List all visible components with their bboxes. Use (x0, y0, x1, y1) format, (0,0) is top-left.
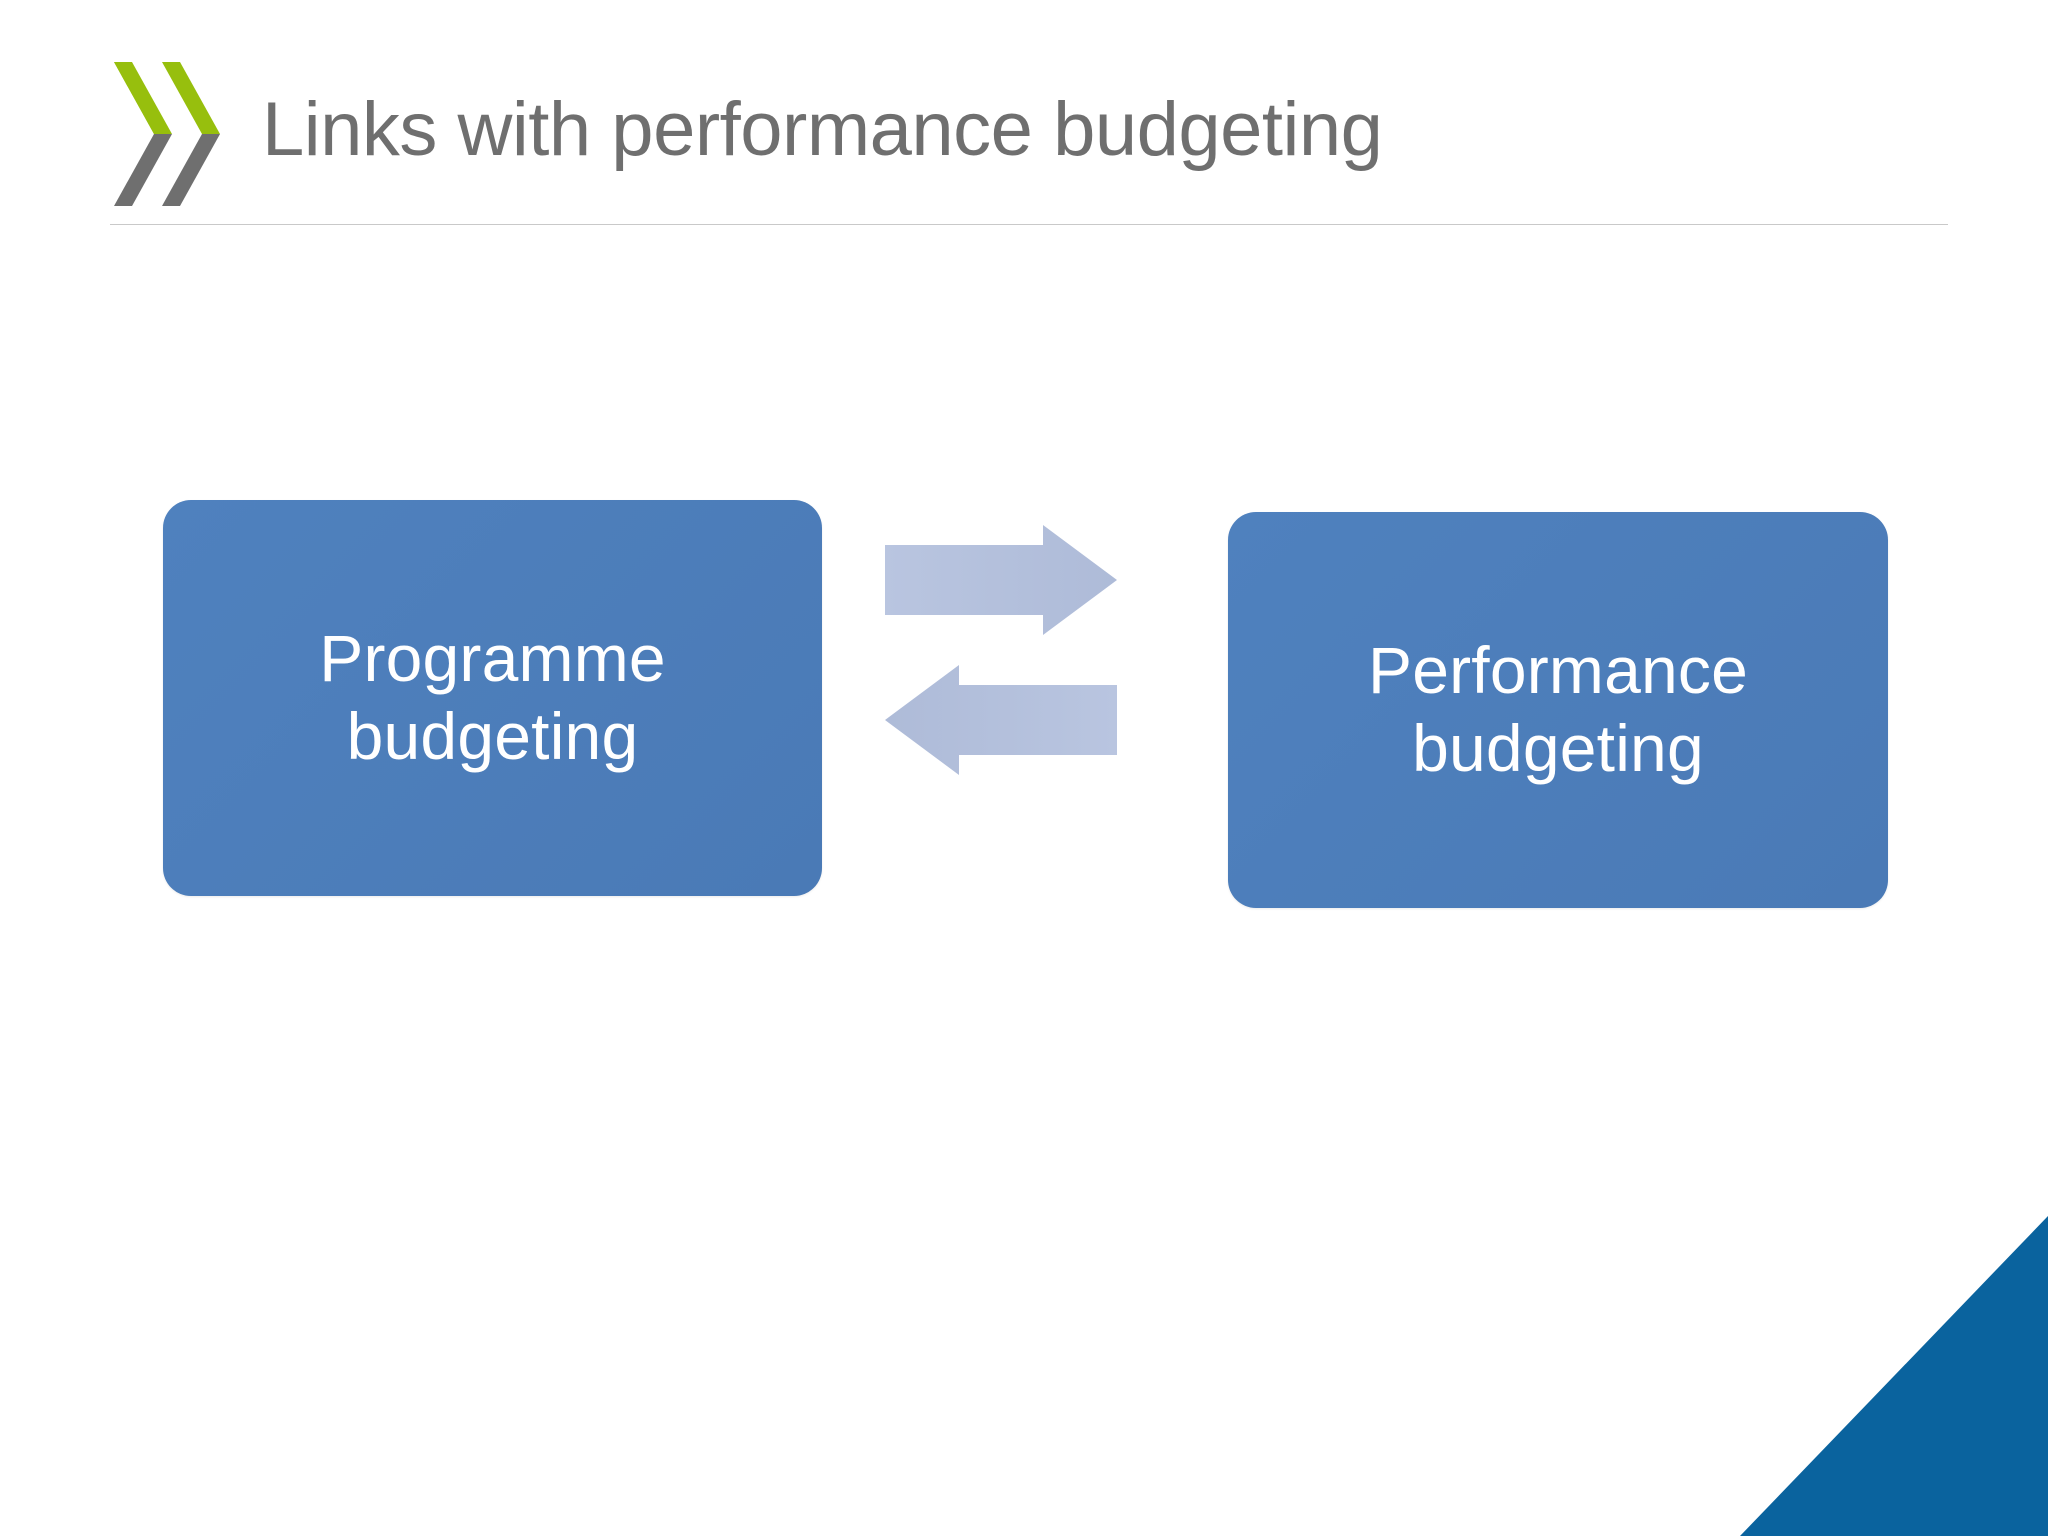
page-title: Links with performance budgeting (262, 87, 1383, 172)
arrow-left-icon (885, 665, 1117, 775)
corner-triangle-decoration (1628, 1216, 2048, 1536)
diagram: Programme budgeting (0, 470, 2048, 908)
header-divider (110, 224, 1948, 225)
slide-header: Links with performance budgeting (0, 0, 2048, 240)
bidirectional-arrows (885, 525, 1175, 845)
diagram-node-performance-budgeting[interactable]: Performance budgeting (1228, 512, 1888, 908)
diagram-node-label: Programme budgeting (319, 621, 666, 773)
diagram-node-label: Performance budgeting (1367, 633, 1749, 785)
double-chevron-logo-icon (108, 48, 226, 216)
arrow-right-icon (885, 525, 1117, 635)
diagram-node-programme-budgeting[interactable]: Programme budgeting (163, 500, 822, 896)
